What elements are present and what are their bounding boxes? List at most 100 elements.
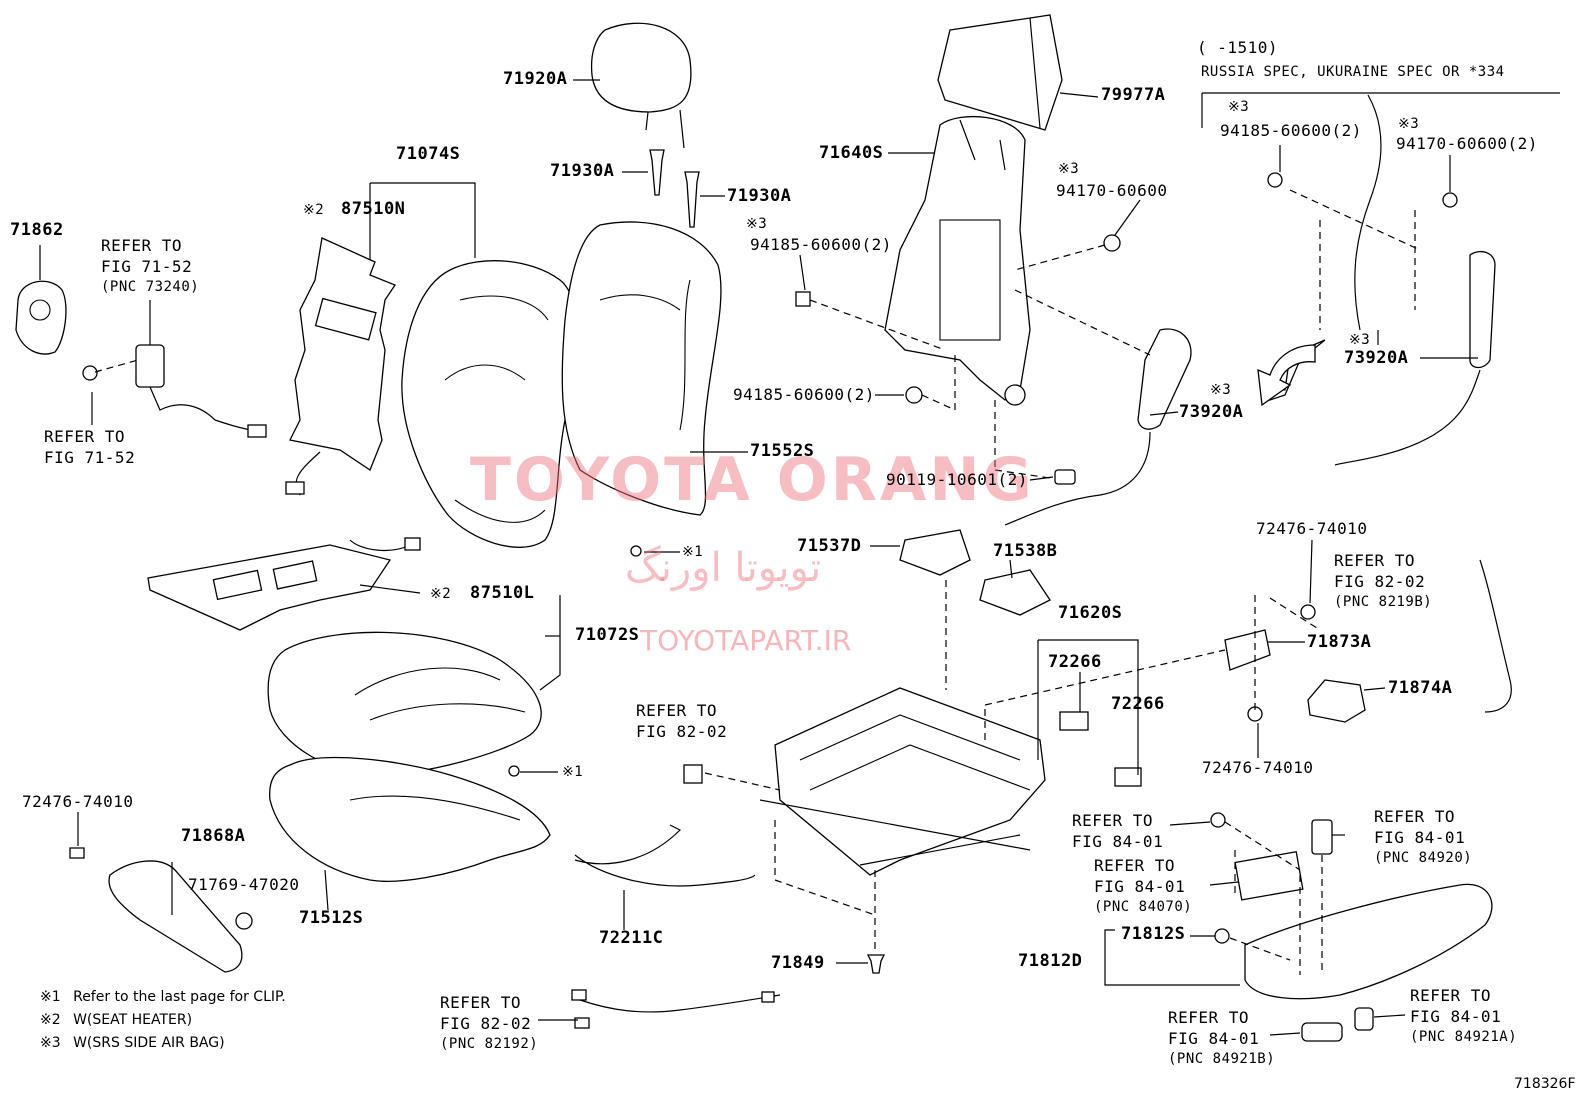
part-71074S[interactable]: 71074S bbox=[396, 144, 461, 164]
refer-82-02-bottom[interactable]: REFER TO FIG 82-02 (PNC 82192) bbox=[440, 992, 538, 1055]
refer-82-02-right-line3: (PNC 8219B) bbox=[1334, 594, 1433, 610]
footnote-1-text: Refer to the last page for CLIP. bbox=[73, 989, 286, 1005]
part-79977A[interactable]: 79977A bbox=[1101, 85, 1166, 105]
refer-82-02-right[interactable]: REFER TO FIG 82-02 (PNC 8219B) bbox=[1334, 550, 1432, 613]
part-71920A[interactable]: 71920A bbox=[503, 69, 568, 89]
headrest-guides-drawing bbox=[649, 149, 700, 228]
part-72266-left[interactable]: 72266 bbox=[1048, 652, 1102, 672]
mark-rs-94185: ※3 bbox=[1228, 99, 1250, 115]
mark-87510L: ※2 bbox=[430, 586, 452, 602]
refer-82-02-mid-line1: REFER TO bbox=[636, 701, 718, 720]
heater-mat-back-drawing bbox=[285, 237, 396, 496]
clip-mark-lower: ※1 bbox=[562, 764, 584, 780]
refer-84-01-c-line1: REFER TO bbox=[1374, 807, 1456, 826]
nuts-drawing bbox=[795, 234, 1121, 404]
part-72476-74010-left[interactable]: 72476-74010 bbox=[22, 792, 134, 811]
clips-72266-drawing bbox=[1059, 711, 1142, 787]
refer-84-01-b-line1: REFER TO bbox=[1094, 856, 1176, 875]
refer-71-52-bottom[interactable]: REFER TO FIG 71-52 bbox=[44, 426, 135, 468]
part-87510L[interactable]: 87510L bbox=[470, 583, 535, 603]
refer-84-01-b-line2: FIG 84-01 bbox=[1094, 877, 1186, 896]
refer-84-01-a-line2: FIG 84-01 bbox=[1072, 832, 1164, 851]
refer-82-02-right-line2: FIG 82-02 bbox=[1334, 572, 1426, 591]
part-71849[interactable]: 71849 bbox=[771, 953, 825, 973]
connector-drawing bbox=[683, 764, 703, 784]
part-90119-10601[interactable]: 90119-10601(2) bbox=[886, 470, 1028, 489]
part-71868A[interactable]: 71868A bbox=[181, 826, 246, 846]
part-71512S[interactable]: 71512S bbox=[299, 908, 364, 928]
mark-94170: ※3 bbox=[1058, 161, 1080, 177]
refer-84-01-c[interactable]: REFER TO FIG 84-01 (PNC 84920) bbox=[1374, 806, 1472, 869]
watermark-brand: TOYOTA ORANG bbox=[470, 445, 1035, 515]
mark-rs-94170: ※3 bbox=[1398, 116, 1420, 132]
part-71874A[interactable]: 71874A bbox=[1388, 678, 1453, 698]
seatback-frame-drawing bbox=[884, 115, 1031, 406]
part-71769-47020[interactable]: 71769-47020 bbox=[188, 875, 300, 894]
footnote-1-mark: ※1 bbox=[40, 989, 61, 1005]
bolt-90119-drawing bbox=[1054, 469, 1076, 485]
part-71930A-left[interactable]: 71930A bbox=[550, 161, 615, 181]
part-71862[interactable]: 71862 bbox=[10, 220, 64, 240]
part-71812D[interactable]: 71812D bbox=[1018, 951, 1083, 971]
spec-note-line1: ( -1510) bbox=[1197, 38, 1279, 57]
part-rs-94185-60600[interactable]: 94185-60600(2) bbox=[1220, 121, 1362, 140]
seatbelt-buckle-drawing bbox=[82, 344, 267, 438]
part-71812S[interactable]: 71812S bbox=[1121, 924, 1186, 944]
refer-84-01-e-line3: (PNC 84921A) bbox=[1410, 1029, 1518, 1045]
part-94185-60600-mid[interactable]: 94185-60600(2) bbox=[733, 385, 875, 404]
part-71538B[interactable]: 71538B bbox=[993, 541, 1058, 561]
refer-82-02-bottom-line1: REFER TO bbox=[440, 993, 522, 1012]
refer-84-01-b[interactable]: REFER TO FIG 84-01 (PNC 84070) bbox=[1094, 855, 1192, 918]
part-73920A-mid[interactable]: 73920A bbox=[1179, 402, 1244, 422]
mark-87510N: ※2 bbox=[303, 202, 325, 218]
refer-84-01-b-line3: (PNC 84070) bbox=[1094, 899, 1193, 915]
refer-82-02-right-line1: REFER TO bbox=[1334, 551, 1416, 570]
part-72211C[interactable]: 72211C bbox=[599, 928, 664, 948]
part-72476-74010-mid[interactable]: 72476-74010 bbox=[1202, 758, 1314, 777]
harness-drawing bbox=[571, 989, 781, 1029]
part-94170-60600[interactable]: 94170-60600 bbox=[1056, 181, 1168, 200]
part-71552S[interactable]: 71552S bbox=[750, 441, 815, 461]
part-71873A[interactable]: 71873A bbox=[1307, 632, 1372, 652]
part-rs-94170-60600[interactable]: 94170-60600(2) bbox=[1396, 134, 1538, 153]
pin-71849-drawing bbox=[866, 954, 886, 974]
part-71640S[interactable]: 71640S bbox=[819, 143, 884, 163]
part-71930A-right[interactable]: 71930A bbox=[727, 186, 792, 206]
side-airbag-drawing bbox=[1004, 328, 1192, 526]
footnote-2-text: W(SEAT HEATER) bbox=[73, 1012, 193, 1028]
recliner-cover-drawing bbox=[15, 280, 67, 355]
side-shield-drawing bbox=[1210, 812, 1493, 1042]
part-72266-right[interactable]: 72266 bbox=[1111, 694, 1165, 714]
part-87510N[interactable]: 87510N bbox=[341, 199, 406, 219]
clip-mark-upper: ※1 bbox=[682, 544, 704, 560]
seat-pad-drawing bbox=[269, 756, 551, 882]
part-71537D[interactable]: 71537D bbox=[797, 536, 862, 556]
refer-84-01-e-line1: REFER TO bbox=[1410, 986, 1492, 1005]
diagram-id: 718326F bbox=[1514, 1076, 1576, 1092]
refer-82-02-mid-line2: FIG 82-02 bbox=[636, 722, 728, 741]
back-board-drawing bbox=[937, 14, 1063, 131]
footnote-2-mark: ※2 bbox=[40, 1012, 61, 1028]
part-72476-74010-top[interactable]: 72476-74010 bbox=[1256, 519, 1368, 538]
footnote-3: ※3 W(SRS SIDE AIR BAG) bbox=[40, 1036, 225, 1050]
refer-71-52-top[interactable]: REFER TO FIG 71-52 (PNC 73240) bbox=[101, 235, 199, 298]
brackets-drawing bbox=[899, 529, 1051, 616]
seat-track-drawing bbox=[759, 687, 1046, 876]
refer-82-02-mid[interactable]: REFER TO FIG 82-02 bbox=[636, 700, 727, 742]
part-rs-73920A[interactable]: 73920A bbox=[1344, 348, 1409, 368]
refer-84-01-a[interactable]: REFER TO FIG 84-01 bbox=[1072, 810, 1163, 852]
part-94185-60600-top[interactable]: 94185-60600(2) bbox=[750, 235, 892, 254]
refer-71-52-top-line2: FIG 71-52 bbox=[101, 257, 193, 276]
part-71072S[interactable]: 71072S bbox=[575, 625, 640, 645]
refer-82-02-bottom-line3: (PNC 82192) bbox=[440, 1036, 539, 1052]
refer-84-01-d[interactable]: REFER TO FIG 84-01 (PNC 84921B) bbox=[1168, 1007, 1275, 1070]
refer-84-01-c-line3: (PNC 84920) bbox=[1374, 850, 1473, 866]
refer-71-52-top-line1: REFER TO bbox=[101, 236, 183, 255]
footnote-3-mark: ※3 bbox=[40, 1035, 61, 1051]
clips-drawing bbox=[508, 545, 642, 777]
refer-84-01-e[interactable]: REFER TO FIG 84-01 (PNC 84921A) bbox=[1410, 985, 1517, 1048]
mark-94185-top: ※3 bbox=[746, 216, 768, 232]
part-71620S[interactable]: 71620S bbox=[1058, 603, 1123, 623]
